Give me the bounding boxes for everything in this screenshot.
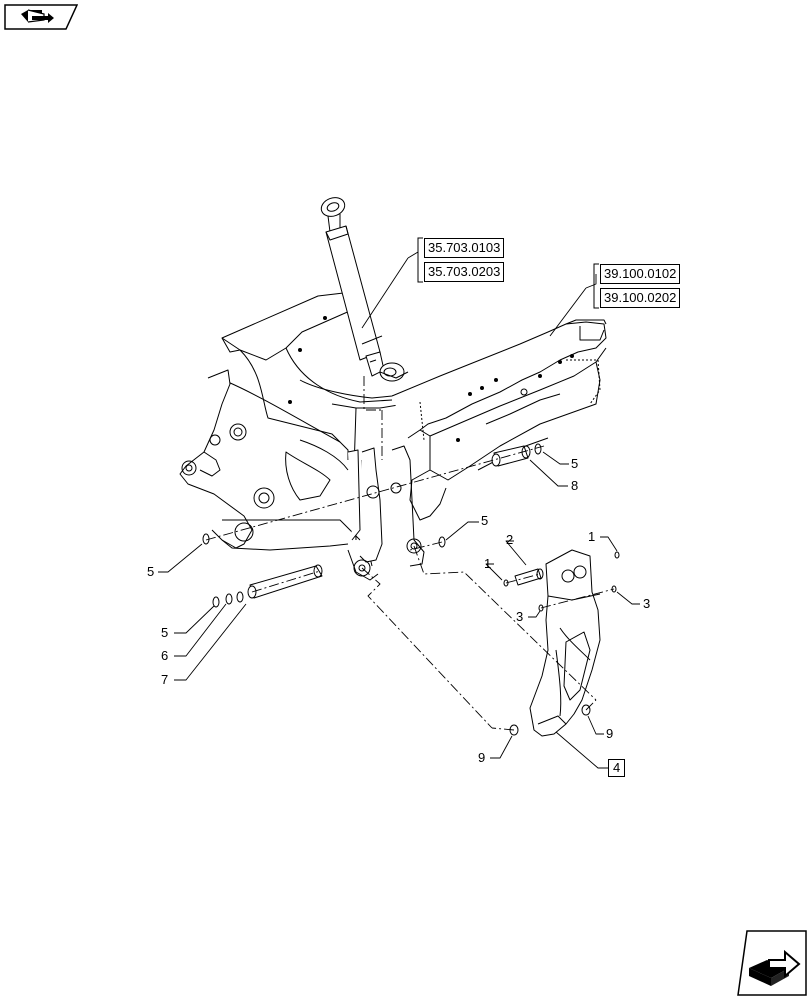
callout-5-center[interactable]: 5: [481, 513, 489, 528]
callout-3-left[interactable]: 3: [516, 609, 524, 624]
loader-frame: [179, 291, 607, 581]
callout-9-left[interactable]: 9: [478, 750, 486, 765]
callout-9-right[interactable]: 9: [606, 726, 614, 741]
callout-6[interactable]: 6: [161, 648, 169, 663]
reference-box-frame-2[interactable]: 39.100.0202: [600, 288, 681, 308]
callout-5-left[interactable]: 5: [147, 564, 155, 579]
callout-4-boxed[interactable]: 4: [608, 759, 626, 777]
pin-assembly-left: [202, 533, 323, 608]
callout-2[interactable]: 2: [506, 532, 514, 547]
reference-box-cylinder-1[interactable]: 35.703.0103: [424, 238, 505, 258]
callout-8[interactable]: 8: [571, 478, 579, 493]
previous-page-icon[interactable]: [4, 4, 79, 30]
reference-box-cylinder-2[interactable]: 35.703.0203: [424, 262, 505, 282]
callout-1-left[interactable]: 1: [484, 556, 492, 571]
callout-5-lower-left[interactable]: 5: [161, 625, 169, 640]
reference-bracket-frame: [593, 263, 599, 309]
hydraulic-cylinder: [320, 197, 409, 382]
lower-bracket: [503, 549, 620, 737]
reference-box-frame-1[interactable]: 39.100.0102: [600, 264, 681, 284]
callout-7[interactable]: 7: [161, 672, 169, 687]
callout-3-right[interactable]: 3: [643, 596, 651, 611]
callout-1-right[interactable]: 1: [588, 529, 596, 544]
next-page-icon[interactable]: [737, 930, 807, 996]
reference-bracket-cylinder: [417, 237, 423, 283]
pin-assembly-right: [438, 443, 542, 548]
callout-5-upper-right[interactable]: 5: [571, 456, 579, 471]
